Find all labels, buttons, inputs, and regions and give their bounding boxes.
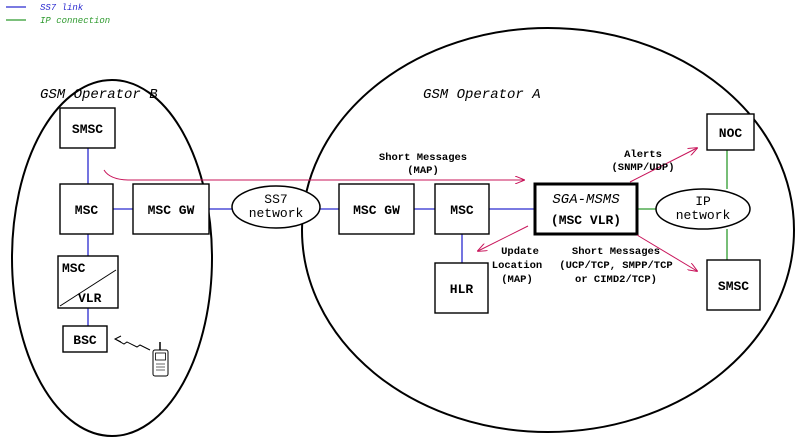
sga-msms-title: SGA-MSMS [552, 192, 620, 208]
update-location-line3: (MAP) [501, 274, 533, 286]
ip-network-label-line2: network [676, 208, 731, 223]
ip-links [637, 150, 728, 260]
short-messages-ip-line1: Short Messages [572, 246, 660, 258]
ss7-network-label-line2: network [249, 206, 304, 221]
operator-a-msc-gw-node [338, 183, 415, 235]
operator-b-msc-vlr-node [57, 255, 119, 309]
ip-network-node [655, 188, 751, 230]
short-messages-map-arrow [103, 169, 524, 180]
ss7-links [87, 148, 535, 326]
operator-b-smsc-node [59, 107, 116, 149]
operator-a-boundary [301, 27, 795, 433]
operator-b-smsc-label: SMSC [72, 122, 103, 137]
operator-a-hlr-label: HLR [450, 282, 474, 297]
operator-b-msc-gw-node [132, 183, 210, 235]
operator-b-msc-vlr-top-label: MSC [62, 261, 86, 276]
operator-b-boundary [11, 79, 213, 437]
short-messages-map-line2: (MAP) [407, 165, 439, 177]
operator-b-msc-vlr-bottom-label: VLR [78, 291, 102, 306]
short-messages-map-line1: Short Messages [379, 152, 467, 164]
update-location-line2: Location [492, 260, 542, 272]
mobile-phone-icon [152, 342, 169, 377]
operator-a-msc-label: MSC [450, 203, 474, 218]
operator-a-msc-gw-label: MSC GW [353, 203, 400, 218]
operator-b-bsc-label: BSC [73, 333, 97, 348]
legend-ip-label: IP connection [40, 16, 110, 26]
ss7-network-label-line1: SS7 [264, 192, 287, 207]
update-location-line1: Update [501, 246, 539, 258]
alerts-line1: Alerts [624, 149, 662, 161]
legend-ss7-label: SS7 link [40, 3, 84, 13]
sga-msms-node [533, 182, 639, 236]
operator-a-hlr-node [434, 262, 489, 314]
noc-label: NOC [719, 126, 743, 141]
operator-b-msc-node [59, 183, 114, 235]
short-messages-ip-line2: (UCP/TCP, SMPP/TCP [559, 260, 672, 272]
operator-b-msc-label: MSC [75, 203, 99, 218]
operator-b-title: GSM Operator B [40, 87, 158, 103]
annotations: Short Messages (MAP) Alerts (SNMP/UDP) U… [379, 149, 675, 286]
operator-b-bsc-node [62, 325, 108, 353]
ip-network-label-line1: IP [695, 194, 711, 209]
operator-a-smsc-node [706, 259, 761, 311]
operator-a-msc-node [434, 183, 490, 235]
operator-a-smsc-label: SMSC [718, 279, 749, 294]
ss7-network-node [231, 185, 321, 229]
short-messages-ip-arrow [636, 234, 697, 271]
legend: SS7 link IP connection [6, 3, 110, 26]
sga-msms-subtitle: (MSC VLR) [551, 213, 621, 228]
alerts-arrow [629, 148, 697, 183]
noc-node [706, 113, 755, 151]
operator-b-msc-gw-label: MSC GW [148, 203, 195, 218]
operator-a-title: GSM Operator A [423, 87, 541, 103]
alerts-line2: (SNMP/UDP) [611, 162, 674, 174]
short-messages-ip-line3: or CIMD2/TCP) [575, 274, 657, 286]
radio-signal-icon [114, 338, 151, 351]
update-location-arrow [478, 225, 529, 251]
msc-vlr-divider [59, 269, 117, 307]
radio-signal-arrowhead [113, 335, 122, 343]
message-flow-arrows [103, 148, 697, 271]
